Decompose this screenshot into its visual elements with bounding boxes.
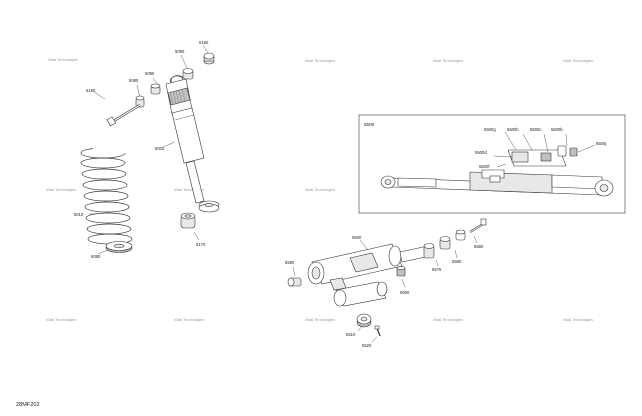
part-5520[interactable] xyxy=(374,325,381,337)
watermark: rBasi Technologies xyxy=(305,59,335,63)
watermark: rBasi Technologies xyxy=(46,188,76,192)
label-5580-left: 5580 xyxy=(285,260,295,265)
label-5500b: 5500b xyxy=(551,127,563,132)
label-5080-bottom: 5080 xyxy=(91,254,101,259)
label-5150: 5150 xyxy=(86,88,96,93)
label-5575: 5575 xyxy=(432,267,442,272)
label-5170: 5170 xyxy=(196,242,206,247)
part-5160[interactable] xyxy=(203,52,215,65)
detail-box-frame xyxy=(358,114,626,214)
watermarks: rBasi Technologies rBasi Technologies rB… xyxy=(46,58,593,322)
watermark: rBasi Technologies xyxy=(433,318,463,322)
shock-assembly-right: 5500 5580 5600 5510 5520 xyxy=(285,218,487,348)
part-5080-mid[interactable] xyxy=(135,95,145,108)
part-5580-right-b[interactable] xyxy=(455,229,466,241)
part-5510[interactable] xyxy=(356,313,372,328)
label-5080-mid: 5080 xyxy=(129,78,139,83)
watermark: rBasi Technologies xyxy=(46,318,76,322)
label-5500d: 5500d xyxy=(475,150,487,155)
part-5080-top[interactable] xyxy=(182,68,194,80)
watermark: rBasi Technologies xyxy=(174,188,204,192)
shock-assembly-left: 5160 5080 5090 5080 5150 xyxy=(74,40,220,259)
part-bolt-right[interactable] xyxy=(469,218,487,233)
detail-adjuster[interactable] xyxy=(481,145,578,183)
watermark: rBasi Technologies xyxy=(174,318,204,322)
label-5500h: 5500h xyxy=(507,127,519,132)
label-5160: 5160 xyxy=(199,40,209,45)
detail-leaders xyxy=(493,131,596,168)
label-5580-right-a: 5580 xyxy=(452,259,462,264)
part-5150-bolt[interactable] xyxy=(106,103,141,127)
label-5580-right-b: 5580 xyxy=(474,244,484,249)
part-5170[interactable] xyxy=(180,212,196,229)
watermark: rBasi Technologies xyxy=(563,318,593,322)
part-5080-bottom[interactable] xyxy=(105,241,133,253)
part-5580-right-a[interactable] xyxy=(439,236,451,250)
part-lower-ring[interactable] xyxy=(198,200,220,213)
part-5000-shock[interactable] xyxy=(165,75,205,204)
watermark: rBasi Technologies xyxy=(48,58,78,62)
label-5500c: 5500c xyxy=(530,127,541,132)
part-5580-left[interactable] xyxy=(287,277,302,287)
label-5500f: 5500f xyxy=(479,164,490,169)
label-5600: 5600 xyxy=(400,290,410,295)
detail-box-5500: 5500 xyxy=(358,114,626,214)
part-5010-spring[interactable] xyxy=(80,147,133,245)
watermark: rBasi Technologies xyxy=(563,59,593,63)
part-5500-shock[interactable] xyxy=(307,243,431,307)
label-5520: 5520 xyxy=(362,343,372,348)
diagram-code: 28MF202 xyxy=(16,402,40,408)
label-5000: 5000 xyxy=(155,146,165,151)
watermark: rBasi Technologies xyxy=(305,318,335,322)
label-5500j: 5500j xyxy=(596,141,606,146)
detail-box-title: 5500 xyxy=(364,122,375,127)
label-5510: 5510 xyxy=(346,332,356,337)
part-5600[interactable] xyxy=(396,266,406,277)
label-5010: 5010 xyxy=(74,212,84,217)
label-5500: 5500 xyxy=(352,235,362,240)
watermark: rBasi Technologies xyxy=(433,59,463,63)
label-5090: 5090 xyxy=(145,71,155,76)
part-5575[interactable] xyxy=(423,243,435,259)
watermark: rBasi Technologies xyxy=(305,188,335,192)
part-5090[interactable] xyxy=(150,83,161,95)
label-5080-top: 5080 xyxy=(175,49,185,54)
label-5500g: 5500g xyxy=(484,127,496,132)
